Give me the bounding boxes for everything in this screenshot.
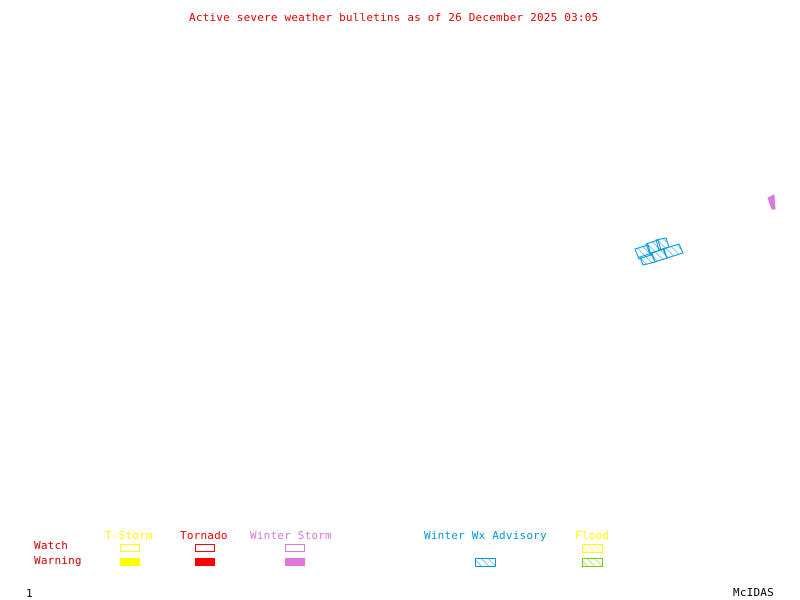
advisory-zone[interactable] [662,243,684,259]
tstorm-watch-swatch [120,544,140,552]
product-label: McIDAS [733,586,774,599]
legend-row-warning: Warning [34,554,82,567]
legend-label-tornado: Tornado [180,529,228,542]
flood-warning-swatch [582,558,603,567]
frame-number: 1 [26,587,33,600]
legend-row-watch: Watch [34,539,69,552]
winter-wx-advisory-warning-swatch [475,558,496,567]
flood-watch-swatch [582,544,603,553]
tornado-watch-swatch [195,544,215,552]
legend-label-winter-wx-advisory: Winter Wx Advisory [424,529,547,542]
bulletin-title: Active severe weather bulletins as of 26… [189,11,599,24]
tornado-warning-swatch [195,558,215,566]
winter-storm-warning-area[interactable] [767,194,776,210]
winter-storm-warning-swatch [285,558,305,566]
legend-label-winter-storm: Winter Storm [250,529,332,542]
winter-storm-watch-swatch [285,544,305,552]
tstorm-warning-swatch [120,558,140,566]
winter-wx-advisory-area[interactable] [634,237,684,266]
legend-label-tstorm: T-Storm [105,529,153,542]
legend-label-flood: Flood [575,529,610,542]
